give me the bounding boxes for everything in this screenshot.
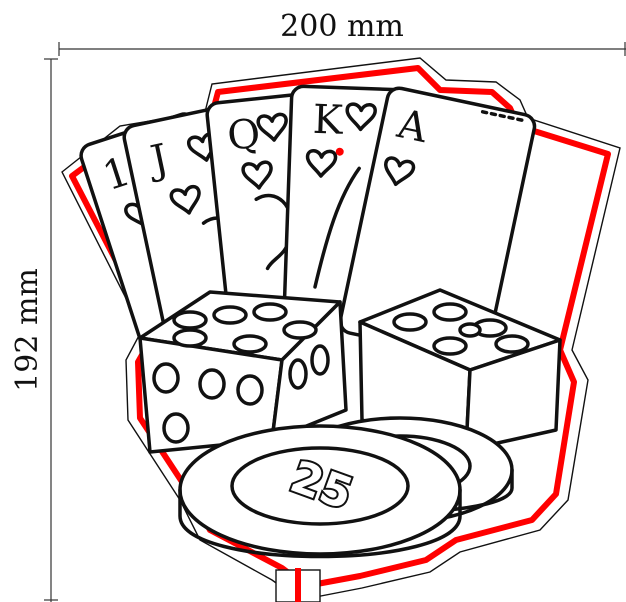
width-dimension: 200 mm [58, 9, 626, 56]
height-label: 192 mm [10, 268, 45, 392]
height-dimension: 192 mm [10, 58, 58, 602]
chip-25: 25 [178, 424, 462, 559]
width-label: 200 mm [280, 9, 404, 44]
die-left [138, 290, 348, 454]
mount-tab [275, 568, 321, 602]
card-rank-q: Q [225, 111, 262, 160]
card-rank-k: K [312, 97, 345, 144]
card-a: A [338, 86, 537, 362]
drill-hole-marker [335, 147, 344, 156]
